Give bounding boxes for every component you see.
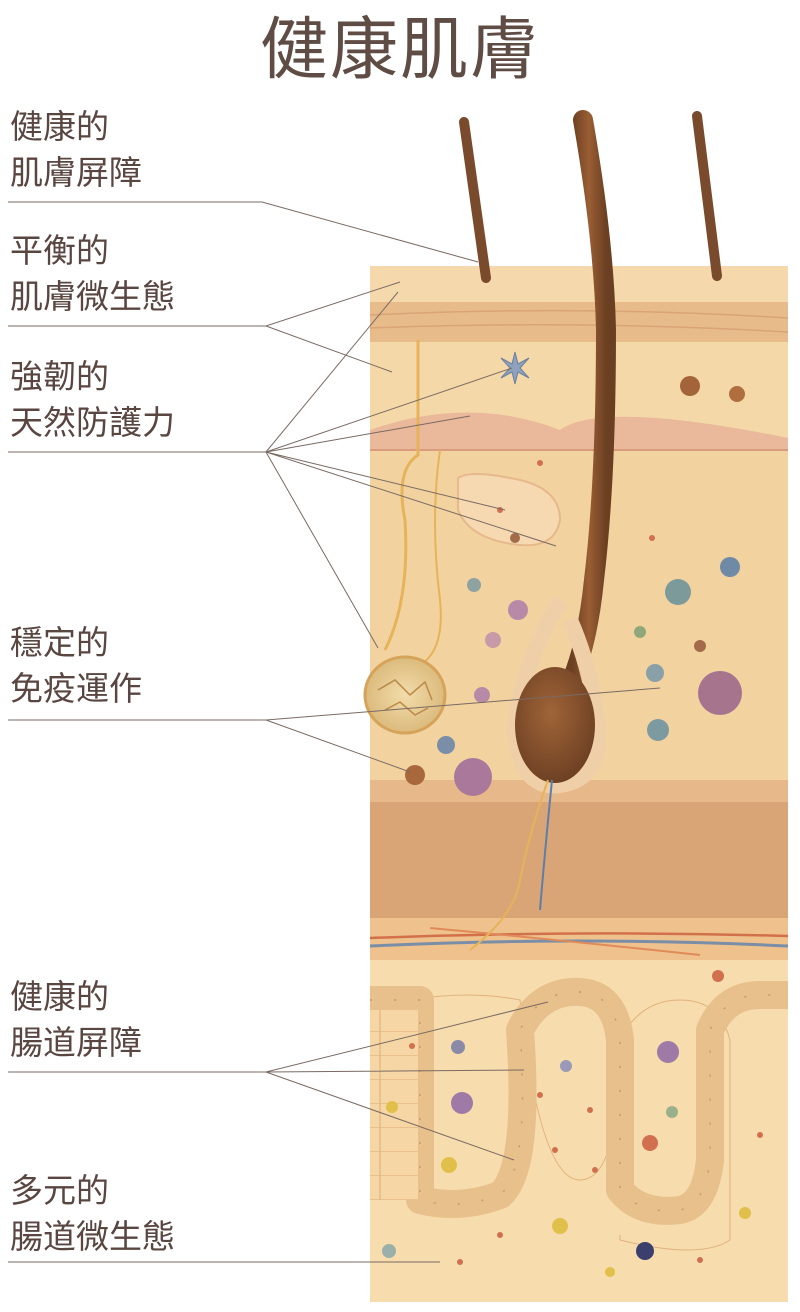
label-gut-barrier: 健康的 腸道屏障 [10,974,142,1066]
intestinal-villi [370,977,788,1225]
gland-body [363,655,447,735]
label-natural-defense-line2: 天然防護力 [10,403,175,442]
papillary-layer [370,412,788,450]
label-gut-microbiome: 多元的 腸道微生態 [10,1168,175,1260]
leader-skin-microbiome [8,281,401,373]
vessel-band [369,918,789,960]
star-microbe-icon [500,351,530,385]
hair-bulb [515,667,595,783]
stratum-corneum [370,266,788,302]
skin-section [369,266,789,918]
label-immune-function-line2: 免疫運作 [10,669,142,708]
leader-lines [8,201,661,1263]
leader-gut-barrier [8,1001,549,1161]
label-skin-barrier-line2: 肌膚屏障 [10,153,142,192]
gut-microbes [382,970,763,1277]
label-skin-microbiome-line1: 平衡的 [10,231,109,270]
leader-immune-function [8,687,661,773]
sebaceous-area [457,473,562,547]
label-gut-microbiome-line1: 多元的 [10,1171,109,1210]
hypodermis [370,800,788,918]
label-immune-function: 穩定的 免疫運作 [10,620,142,712]
label-gut-barrier-line2: 腸道屏障 [10,1023,142,1062]
label-skin-barrier-line1: 健康的 [10,107,109,146]
epidermis-band [370,302,788,342]
hair-right [692,111,722,281]
label-skin-microbiome: 平衡的 肌膚微生態 [10,228,175,320]
label-skin-microbiome-line2: 肌膚微生態 [10,277,175,316]
sweat-gland [363,340,447,735]
leader-natural-defense [8,291,557,649]
hair-shaft [562,110,617,690]
label-natural-defense-line1: 強韌的 [10,357,109,396]
label-gut-microbiome-line2: 腸道微生態 [10,1217,175,1256]
vein [369,939,789,948]
label-skin-barrier: 健康的 肌膚屏障 [10,104,142,196]
label-natural-defense: 強韌的 天然防護力 [10,354,175,446]
follicle-sheath [506,596,607,794]
artery [369,932,789,940]
skin-microbes [405,376,745,796]
label-gut-barrier-line1: 健康的 [10,977,109,1016]
leader-skin-barrier [8,201,479,263]
hair-left [459,117,491,283]
hair-follicles [459,110,722,951]
gut-section [369,960,788,1302]
diagram-title: 健康肌膚 [259,11,540,90]
label-immune-function-line1: 穩定的 [10,623,109,662]
